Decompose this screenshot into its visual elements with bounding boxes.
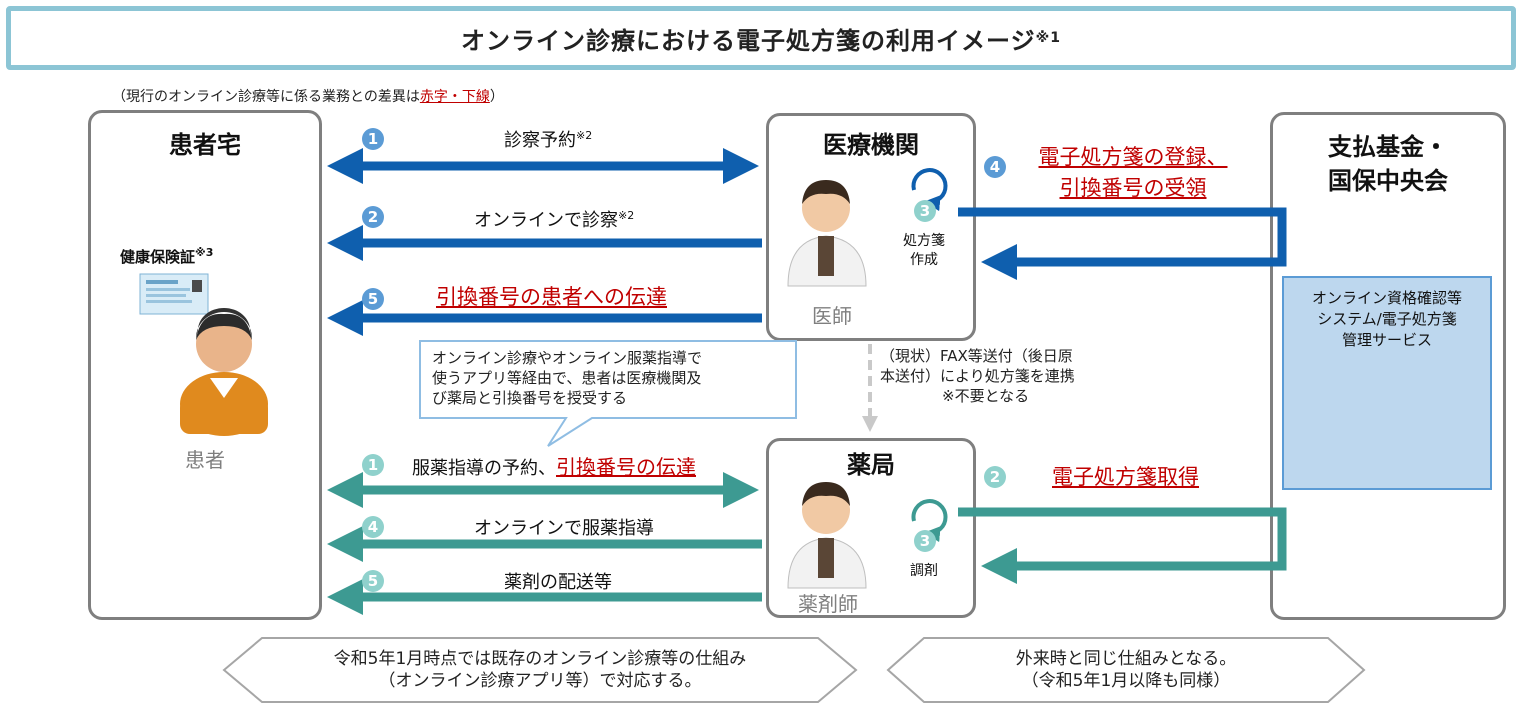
title-note: ※1 [1035,30,1061,46]
fund-title: 支払基金・国保中央会 [1328,133,1448,195]
doctor-avatar [787,180,867,287]
system-label: オンライン資格確認等システム/電子処方箋管理サービス [1311,289,1462,349]
prescription-create-label: 処方箋作成 [903,233,945,268]
pharmacy-step-1-num: 1 [362,454,384,476]
patient-avatar [180,308,268,436]
medical-title: 医療機関 [823,131,919,159]
step-1-num: 1 [362,128,384,150]
delivery-label: 薬剤の配送等 [504,572,612,593]
bottom-left-arrow [222,637,858,703]
diff-note-suffix: ） [489,89,504,105]
callout-text: オンライン診療やオンライン服薬指導で使うアプリ等経由で、患者は医療機関及び薬局と… [432,349,703,407]
system-box: オンライン資格確認等システム/電子処方箋管理サービス [1282,276,1492,490]
insurance-label: 健康保険証※3 [120,246,214,266]
arrow-fund-retrieve [958,507,1287,584]
fund-step-2-num: 2 [984,466,1006,488]
fund-register-label: 電子処方箋の登録、引換番号の受領 [1038,145,1228,200]
patient-label: 患者 [185,448,225,472]
online-guidance-label: オンラインで服薬指導 [474,518,654,539]
step-3-prescription-num: 3 [914,200,936,222]
pharmacist-avatar [787,482,867,589]
doctor-label: 医師 [812,304,852,328]
diff-note: （現行のオンライン診療等に係る業務との差異は赤字・下線） [112,86,504,106]
arrow-fund-register [958,207,1287,280]
bottom-right-text: 外来時と同じ仕組みとなる。（令和5年1月以降も同様） [1015,649,1237,691]
callout-bubble [419,340,797,447]
pharmacy-reservation-label: 服薬指導の予約、引換番号の伝達 [412,455,696,479]
page-title: オンライン診療における電子処方箋の利用イメージ [461,26,1036,55]
dispense-label: 調剤 [910,563,938,579]
diff-note-red: 赤字・下線 [419,89,490,105]
fund-retrieve-label: 電子処方箋取得 [1052,465,1199,489]
diff-note-prefix: （現行のオンライン診療等に係る業務との差異は [112,89,420,105]
step-3-dispense-num: 3 [914,530,936,552]
cycle-icon-medical [911,168,948,212]
insurance-card-icon [139,273,209,315]
patient-home-panel [88,110,322,620]
title-banner: オンライン診療における電子処方箋の利用イメージ※1 [6,6,1516,70]
pharmacy-step-5-num: 5 [362,570,384,592]
fax-note: （現状）FAX等送付（後日原 本送付）により処方箋を連携 ※不要となる [880,347,1075,405]
medical-panel [766,113,976,341]
bottom-left-text: 令和5年1月時点では既存のオンライン診療等の仕組み（オンライン診療アプリ等）で対… [333,649,747,691]
cycle-icon-pharmacy [911,499,948,543]
fund-step-4-num: 4 [984,156,1006,178]
reservation-label: 診察予約※2 [504,129,593,151]
pharmacist-label: 薬剤師 [798,592,858,616]
step-2-num: 2 [362,206,384,228]
step-5-num: 5 [362,288,384,310]
pharmacy-step-4-num: 4 [362,516,384,538]
bottom-right-arrow [886,637,1366,703]
pharmacy-title: 薬局 [847,451,895,479]
number-to-patient-label: 引換番号の患者への伝達 [436,285,667,309]
online-exam-label: オンラインで診察※2 [474,209,635,231]
patient-home-title: 患者宅 [169,131,241,159]
